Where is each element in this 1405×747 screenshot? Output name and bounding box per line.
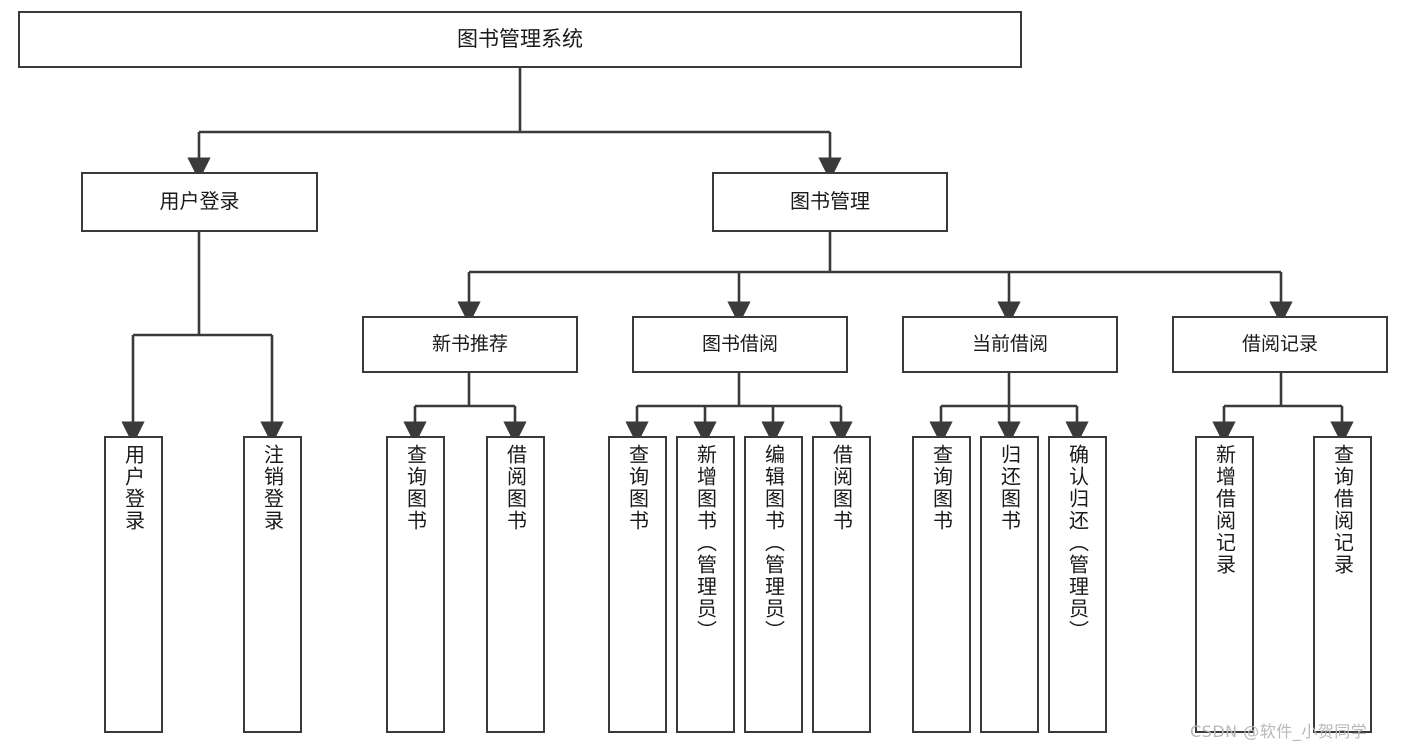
leaf-record-add-record[interactable]: 新增借阅记录 [1195,436,1254,733]
node-label: 图书管理 [790,189,870,214]
node-label: 图书借阅 [701,333,778,356]
node-label: 查询借阅记录 [1330,444,1355,576]
leaf-recommend-query-book[interactable]: 查询图书 [386,436,445,733]
node-label: 当前借阅 [971,333,1048,356]
csdn-watermark: CSDN @软件_小贺同学 [1190,722,1368,741]
node-label: 注销登录 [260,444,285,532]
leaf-borrow-edit-book-admin[interactable]: 编辑图书（管理员） [744,436,803,733]
node-label: 图书管理系统 [457,27,583,52]
node-label: 新书推荐 [431,333,508,356]
leaf-current-confirm-return-admin[interactable]: 确认归还（管理员） [1048,436,1107,733]
leaf-user-login-login[interactable]: 用户登录 [104,436,163,733]
node-label: 借阅图书 [503,444,528,532]
node-borrow-record[interactable]: 借阅记录 [1172,316,1388,373]
node-label: 编辑图书（管理员） [761,444,786,642]
node-label: 查询图书 [929,444,954,532]
leaf-borrow-query-book[interactable]: 查询图书 [608,436,667,733]
node-label: 借阅记录 [1241,333,1318,356]
leaf-borrow-borrow-book[interactable]: 借阅图书 [812,436,871,733]
leaf-current-query-book[interactable]: 查询图书 [912,436,971,733]
node-new-book-recommend[interactable]: 新书推荐 [362,316,578,373]
node-label: 新增借阅记录 [1212,444,1237,576]
node-label: 查询图书 [403,444,428,532]
leaf-user-login-logout[interactable]: 注销登录 [243,436,302,733]
node-label: 新增图书（管理员） [693,444,718,642]
leaf-current-return-book[interactable]: 归还图书 [980,436,1039,733]
node-root-system[interactable]: 图书管理系统 [18,11,1022,68]
leaf-borrow-add-book-admin[interactable]: 新增图书（管理员） [676,436,735,733]
node-user-login[interactable]: 用户登录 [81,172,318,232]
node-label: 确认归还（管理员） [1065,444,1090,642]
node-label: 用户登录 [159,189,240,214]
node-label: 归还图书 [997,444,1022,532]
node-label: 查询图书 [625,444,650,532]
node-label: 借阅图书 [829,444,854,532]
node-label: 用户登录 [121,444,146,532]
node-current-borrow[interactable]: 当前借阅 [902,316,1118,373]
node-book-borrow[interactable]: 图书借阅 [632,316,848,373]
node-book-management[interactable]: 图书管理 [712,172,948,232]
leaf-recommend-borrow-book[interactable]: 借阅图书 [486,436,545,733]
leaf-record-query-record[interactable]: 查询借阅记录 [1313,436,1372,733]
